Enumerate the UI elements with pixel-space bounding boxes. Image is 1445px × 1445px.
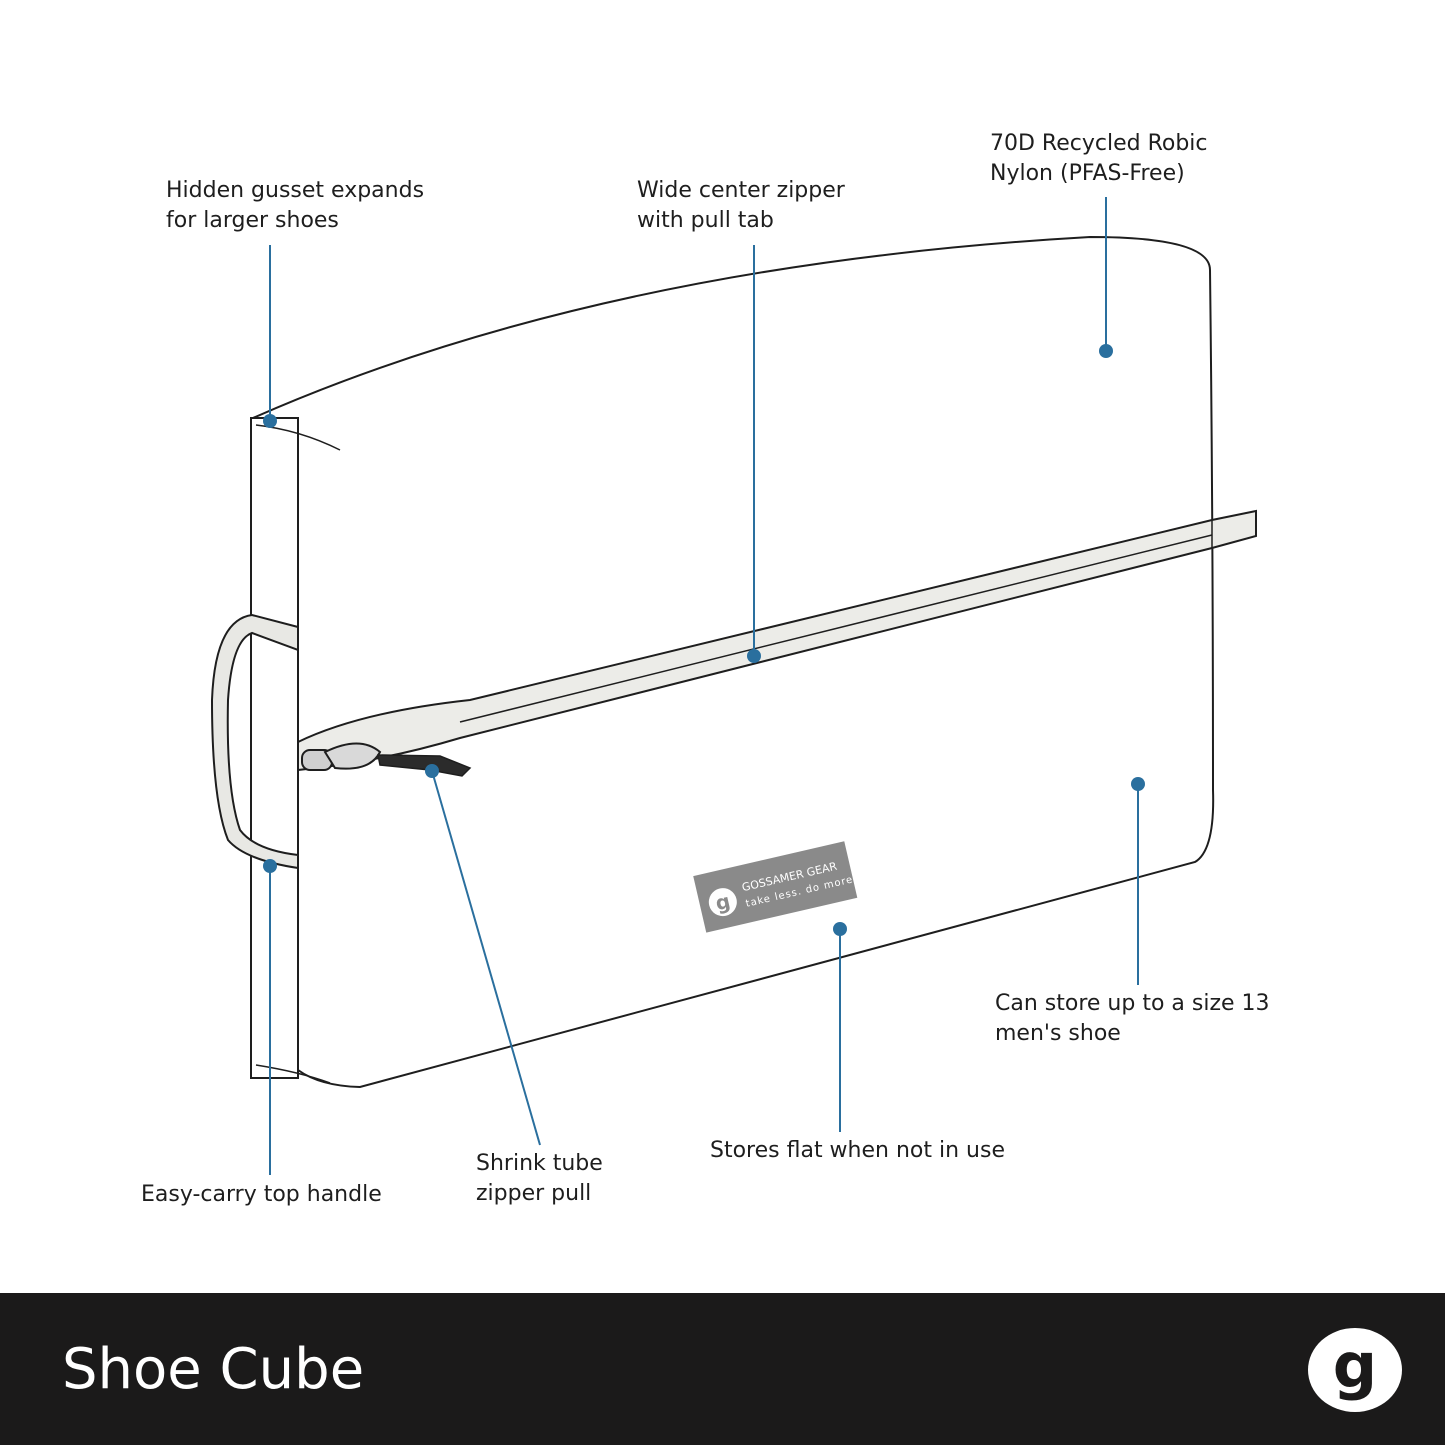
callout-line-zipper-pull [431, 770, 541, 1146]
shoe-cube-diagram: g GOSSAMER GEAR take less. do more. [210, 197, 1257, 1175]
callout-dot-handle [263, 859, 277, 873]
label-zipper-pull: Shrink tube zipper pull [476, 1149, 603, 1209]
brand-logo-icon: g [1308, 1328, 1402, 1412]
footer-logo-mark: g [1333, 1329, 1377, 1402]
label-zipper-pull-line2: zipper pull [476, 1181, 592, 1206]
label-zipper-line2: with pull tab [637, 208, 774, 233]
zipper-coil-line [459, 534, 1213, 723]
label-gusset: Hidden gusset expands for larger shoes [166, 176, 424, 236]
label-material-line2: Nylon (PFAS-Free) [990, 161, 1185, 186]
callout-dot-zipper [747, 649, 761, 663]
label-size: Can store up to a size 13 men's shoe [995, 989, 1270, 1049]
label-handle: Easy-carry top handle [141, 1180, 382, 1210]
label-material: 70D Recycled Robic Nylon (PFAS-Free) [990, 129, 1208, 189]
gusset-fold-top [255, 424, 341, 451]
footer-bar: Shoe Cube g [0, 1293, 1445, 1445]
callout-dot-size [1131, 777, 1145, 791]
label-zipper: Wide center zipper with pull tab [637, 176, 845, 236]
tag-logo-icon [708, 888, 737, 917]
label-size-line1: Can store up to a size 13 [995, 991, 1270, 1016]
zipper-pull-icon [301, 742, 472, 777]
label-zipper-line1: Wide center zipper [637, 178, 845, 203]
gusset-fold-bottom [255, 1064, 331, 1084]
callout-dot-material [1099, 344, 1113, 358]
callout-dot-gusset [263, 414, 277, 428]
label-handle-line1: Easy-carry top handle [141, 1182, 382, 1207]
label-size-line2: men's shoe [995, 1021, 1121, 1046]
label-flat: Stores flat when not in use [710, 1136, 1005, 1166]
label-gusset-line1: Hidden gusset expands [166, 178, 425, 203]
label-gusset-line2: for larger shoes [166, 208, 339, 233]
diagram-stage: g GOSSAMER GEAR take less. do more. Hidd… [141, 129, 1270, 1210]
product-title: Shoe Cube [62, 1337, 365, 1402]
label-material-line1: 70D Recycled Robic [990, 131, 1208, 156]
callout-dot-zipper-pull [425, 764, 439, 778]
callout-dot-flat [833, 922, 847, 936]
label-flat-line1: Stores flat when not in use [710, 1138, 1005, 1163]
label-zipper-pull-line1: Shrink tube [476, 1151, 603, 1176]
gusset-panel [250, 417, 299, 1079]
top-handle [210, 613, 299, 870]
tag-logo-mark: g [713, 889, 732, 916]
